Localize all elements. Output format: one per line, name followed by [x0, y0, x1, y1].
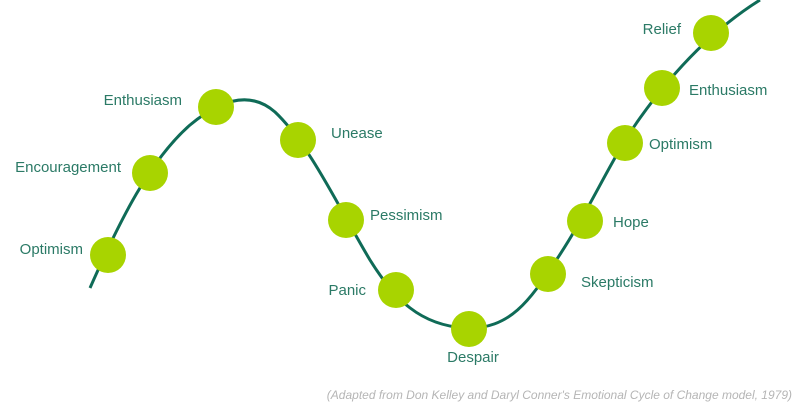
stage-label-enthusiasm-2: Enthusiasm: [689, 82, 768, 99]
stage-dot: [90, 237, 126, 273]
stage-label-encouragement: Encouragement: [15, 159, 121, 176]
stage-dot: [567, 203, 603, 239]
stage-label-hope: Hope: [613, 214, 649, 231]
stage-dot: [198, 89, 234, 125]
stage-dot: [530, 256, 566, 292]
stage-label-relief: Relief: [642, 21, 681, 38]
stage-dot: [644, 70, 680, 106]
stage-label-optimism-2: Optimism: [649, 136, 713, 153]
stage-label-enthusiasm: Enthusiasm: [103, 92, 182, 109]
stage-dot: [132, 155, 168, 191]
stage-dot: [328, 202, 364, 238]
stage-dot: [607, 125, 643, 161]
emotional-curve: [88, 0, 761, 330]
source-caption: (Adapted from Don Kelley and Daryl Conne…: [326, 388, 792, 402]
stage-dot: [280, 122, 316, 158]
stage-dot: [693, 15, 729, 51]
stage-label-panic: Panic: [328, 282, 366, 299]
stage-label-unease: Unease: [331, 125, 383, 142]
stage-label-despair: Despair: [447, 349, 499, 366]
stage-label-optimism: Optimism: [19, 241, 83, 258]
stage-dot: [378, 272, 414, 308]
stage-label-skepticism: Skepticism: [581, 274, 654, 291]
stage-dot: [451, 311, 487, 347]
stage-label-pessimism: Pessimism: [370, 207, 443, 224]
